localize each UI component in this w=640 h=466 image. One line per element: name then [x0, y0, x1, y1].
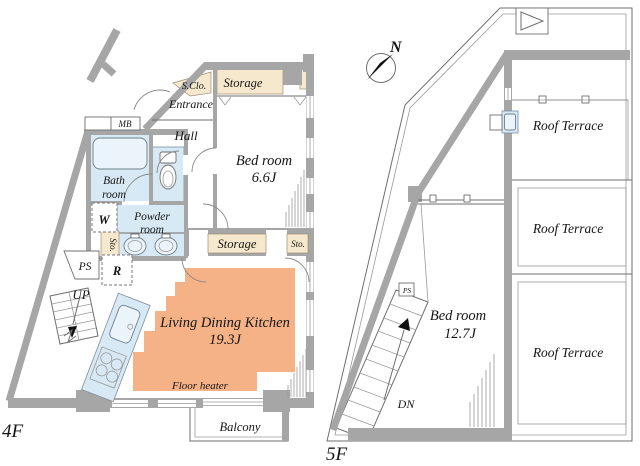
wall-right	[306, 62, 314, 408]
door-arcs-4f	[123, 89, 310, 283]
wall5-diagonal	[415, 50, 511, 195]
bottom-wall-windows	[112, 399, 263, 408]
label-up: UP	[72, 287, 89, 302]
label-hall: Hall	[173, 128, 198, 143]
hanger-mark-left	[218, 96, 232, 106]
wall-bath-north	[84, 129, 188, 135]
wall5-corner-block	[408, 186, 422, 202]
label-s-clo: S.Clo.	[182, 81, 206, 92]
wall-top-block	[283, 62, 302, 85]
bedroom5-north-wall	[418, 194, 504, 205]
label-north: N	[389, 39, 403, 56]
label-balcony: Balcony	[220, 420, 261, 434]
label-bedroom5-name: Bed room	[430, 308, 486, 324]
label-terrace-2: Roof Terrace	[532, 221, 603, 236]
wall-bath-south	[86, 256, 186, 261]
label-4f: 4F	[2, 421, 24, 442]
right-wall-windows	[306, 96, 314, 392]
label-washer: W	[98, 213, 110, 227]
wall5-bottom	[348, 428, 512, 441]
label-bedroom5-size: 12.7J	[444, 326, 476, 342]
wall-pier-right	[263, 390, 290, 412]
refrigerator-space	[101, 254, 133, 286]
balcony	[189, 408, 289, 442]
stairs-up	[49, 287, 99, 345]
storage-bottom-area	[207, 233, 267, 254]
wall-entrance-diagonal	[142, 61, 210, 132]
wall-top	[205, 62, 314, 70]
kitchen-island	[80, 292, 151, 403]
wall-bath-west	[86, 129, 91, 259]
label-storage-bottom: Storage	[218, 237, 257, 251]
hanger-mark-right	[293, 96, 307, 106]
label-5f: 5F	[326, 444, 348, 465]
label-floor-heater: Floor heater	[171, 380, 229, 392]
label-ps-4f: PS	[78, 261, 92, 273]
label-ldk-size: 19.3J	[209, 332, 241, 348]
wall5-east	[504, 50, 512, 440]
label-bedroom4-name: Bed room	[236, 153, 292, 169]
north-arrow	[367, 54, 393, 80]
label-terrace-3: Roof Terrace	[532, 345, 603, 360]
slop-sink	[489, 110, 519, 134]
wall-bath-east	[184, 131, 188, 258]
washing-machine-space	[91, 202, 118, 233]
label-bedroom4-size: 6.6J	[252, 170, 277, 186]
storage-top-area	[216, 68, 284, 95]
floor4-plan: S.Clo. Storage Entrance MB Hall Bed room…	[2, 28, 314, 442]
sto-right-area	[286, 233, 309, 254]
toilet-fixture	[159, 151, 177, 190]
bedroom5-west-edge	[420, 203, 429, 303]
label-sto-left: Sto.	[108, 238, 118, 252]
top-light	[515, 7, 549, 35]
hatch-bedroom5-se	[469, 354, 495, 427]
meter-box	[110, 116, 141, 131]
label-refrigerator: R	[112, 264, 121, 278]
floor-heater-area	[133, 268, 295, 391]
wall5-west-diagonal	[329, 191, 422, 432]
wall-left-diagonal	[5, 130, 92, 402]
pipe-space-4f	[63, 250, 100, 280]
label-entrance: Entrance	[168, 97, 214, 111]
floor5-plan: Bed room 12.7J PS DN Roof Terrace Roof T…	[326, 7, 633, 465]
label-bath-1: Bath	[103, 175, 125, 187]
label-mb: MB	[118, 119, 132, 129]
label-ps-5f: PS	[402, 286, 412, 295]
bathtub	[92, 137, 148, 170]
hatch-bedroom-se	[285, 170, 305, 227]
wall5-top-band	[504, 50, 630, 60]
label-powder-1: Powder	[133, 211, 170, 223]
hatch-ldk-se	[287, 349, 307, 397]
label-dn: DN	[397, 397, 416, 411]
label-bath-2: room	[102, 189, 126, 201]
meter-box-left	[84, 116, 112, 131]
wall-neighbor-stub	[100, 61, 117, 77]
label-terrace-1: Roof Terrace	[532, 118, 603, 133]
terrace-lines	[512, 95, 632, 425]
label-powder-2: room	[140, 224, 164, 236]
label-ldk-name: Living Dining Kitchen	[159, 315, 290, 331]
wall-bath-toilet	[149, 131, 153, 205]
wall-neighbor-diagonal	[86, 28, 121, 83]
label-sto-right: Sto.	[291, 239, 305, 249]
compass: N	[366, 39, 403, 83]
powder-sinks	[123, 233, 178, 256]
label-storage-top: Storage	[224, 76, 263, 90]
pipe-space-5f	[398, 282, 415, 297]
stairs-dn	[335, 289, 429, 441]
